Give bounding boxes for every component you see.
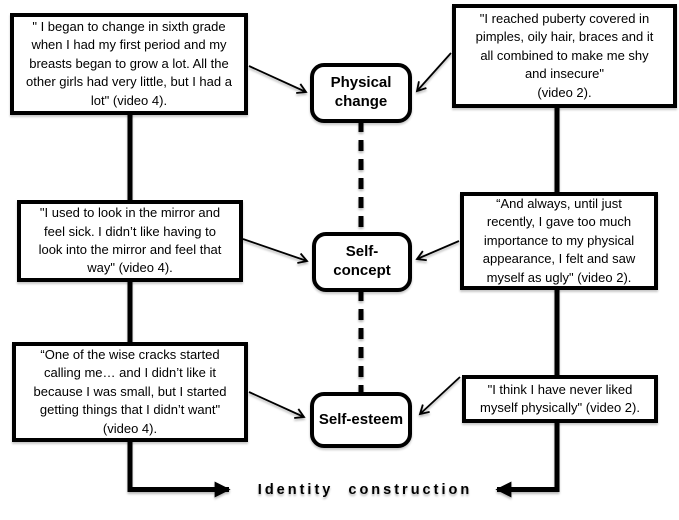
arrow-topright-to-physical [415, 52, 452, 93]
concept-node-physical-change: Physical change [310, 63, 412, 123]
quote-text-bottom-right: "I think I have never liked myself physi… [480, 381, 640, 415]
concept-label-self-esteem: Self-esteem [318, 410, 404, 428]
concept-label-physical-change: Physical change [330, 74, 392, 110]
quote-box-bottom-right: "I think I have never liked myself physi… [462, 375, 658, 423]
arrow-topleft-to-physical [248, 65, 308, 94]
connector-left-elbow-arrow [127, 439, 231, 498]
quote-text-top-right: "I reached puberty covered in pimples, o… [475, 10, 654, 100]
quote-text-middle-right: “And always, until just recently, I gave… [482, 195, 636, 285]
concept-node-self-esteem: Self-esteem [310, 392, 412, 448]
connector-right-elbow-arrow [495, 421, 560, 498]
quote-box-top-left: " I began to change in sixth grade when … [10, 13, 248, 115]
quote-box-bottom-left: “One of the wise cracks started calling … [12, 342, 248, 442]
quote-box-top-right: "I reached puberty covered in pimples, o… [452, 4, 677, 108]
concept-node-self-concept: Self- concept [312, 232, 412, 292]
quote-text-middle-left: "I used to look in the mirror and feel s… [38, 205, 222, 276]
concept-label-self-concept: Self- concept [333, 243, 391, 279]
quote-box-middle-right: “And always, until just recently, I gave… [460, 192, 658, 290]
arrow-bottomright-to-selfesteem [418, 376, 461, 416]
quote-text-bottom-left: “One of the wise cracks started calling … [33, 346, 227, 436]
arrow-middleright-to-selfconcept [415, 240, 460, 262]
identity-construction-label: Identity construction [257, 482, 473, 498]
arrow-bottomleft-to-selfesteem [248, 391, 306, 419]
arrow-middleleft-to-selfconcept [242, 238, 309, 264]
quote-box-middle-left: "I used to look in the mirror and feel s… [17, 200, 243, 282]
quote-text-top-left: " I began to change in sixth grade when … [26, 18, 232, 108]
